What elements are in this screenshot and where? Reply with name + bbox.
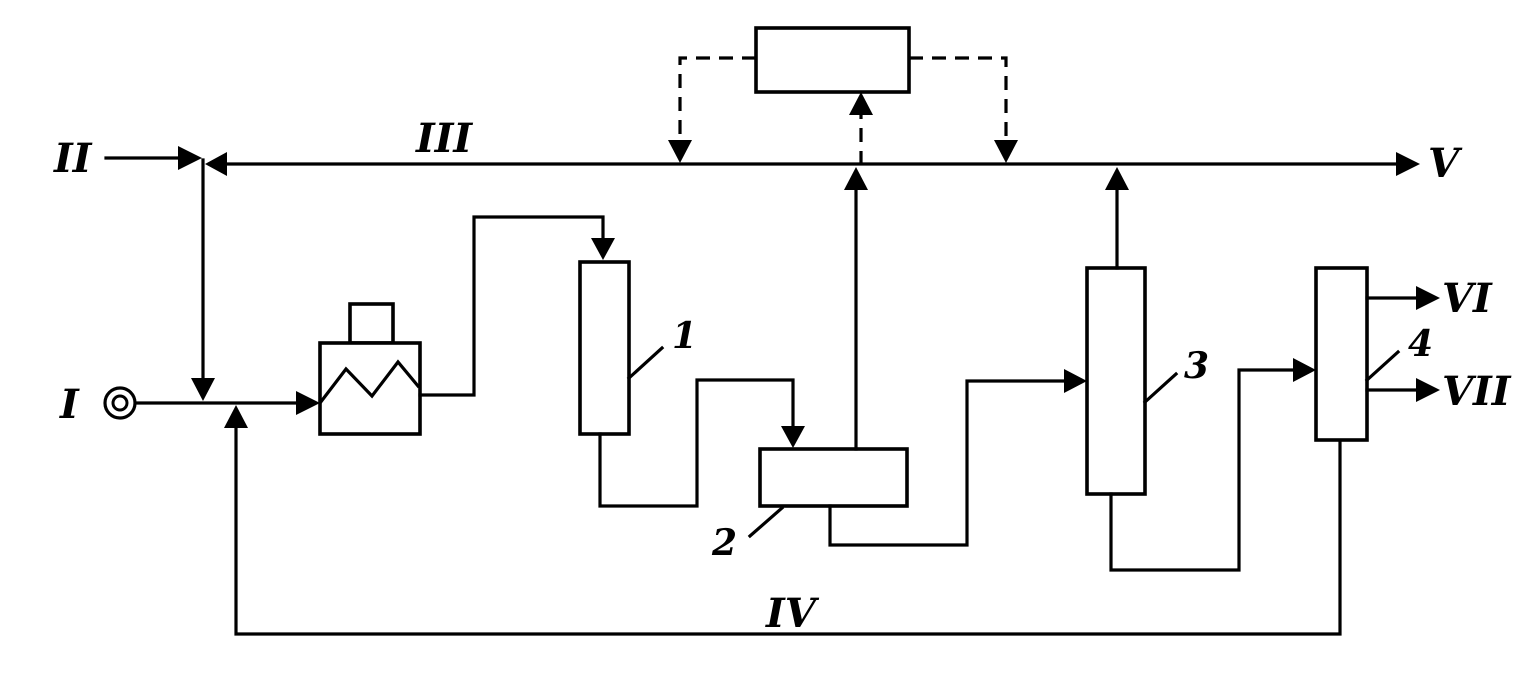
column-3-to-column-4-line (1109, 368, 1297, 572)
arrow-to-reactor-1 (591, 238, 615, 260)
reactor-to-separator-line (598, 378, 795, 508)
column-3 (1085, 266, 1147, 496)
label-stream-i: I (59, 381, 80, 428)
control-signal-left (678, 56, 756, 146)
feed-source-inner-icon (111, 394, 129, 412)
control-signal-right (909, 56, 1008, 146)
column-4 (1314, 266, 1369, 442)
arrow-to-column-3 (1064, 369, 1087, 393)
column-4-leader (1364, 349, 1401, 383)
arrow-vi (1416, 286, 1440, 310)
separator-2-leader (747, 505, 785, 539)
arrow-stream-ii (178, 146, 202, 170)
arrow-junction-down (191, 378, 215, 401)
furnace (318, 341, 422, 436)
arrow-separator-gas-up (844, 167, 868, 190)
label-stream-iii: III (415, 115, 473, 162)
arrow-control-right (994, 140, 1018, 163)
arrow-vii (1416, 378, 1440, 402)
recycle-line (234, 423, 1342, 636)
column-3-leader (1142, 371, 1179, 405)
arrow-to-column-4 (1293, 358, 1316, 382)
label-stream-vi: VI (1442, 275, 1493, 322)
arrow-to-control (849, 92, 873, 115)
arrow-header-iii-left (205, 152, 227, 176)
arrow-control-left (668, 140, 692, 163)
label-stream-ii: II (53, 135, 93, 182)
arrow-header-v (1396, 152, 1420, 176)
label-stream-iv: IV (765, 590, 820, 637)
reactor-1 (578, 260, 631, 436)
label-stream-vii: VII (1442, 368, 1512, 415)
label-unit-2: 2 (711, 522, 737, 564)
label-unit-3: 3 (1184, 345, 1209, 387)
separator-2 (758, 447, 909, 508)
label-unit-1: 1 (672, 315, 697, 357)
arrow-column-3-up (1105, 167, 1129, 190)
furnace-stack (348, 302, 395, 345)
separator-to-column-line (828, 379, 1068, 547)
furnace-coil-icon (317, 359, 421, 406)
furnace-to-reactor-line (418, 215, 605, 397)
label-unit-4: 4 (1408, 323, 1433, 365)
arrow-feed-to-furnace (296, 391, 320, 415)
label-stream-v: V (1428, 140, 1463, 187)
arrow-to-separator-2 (781, 426, 805, 448)
reactor-1-leader (626, 345, 665, 381)
control-block (754, 26, 911, 94)
arrow-recycle-up (224, 405, 248, 428)
